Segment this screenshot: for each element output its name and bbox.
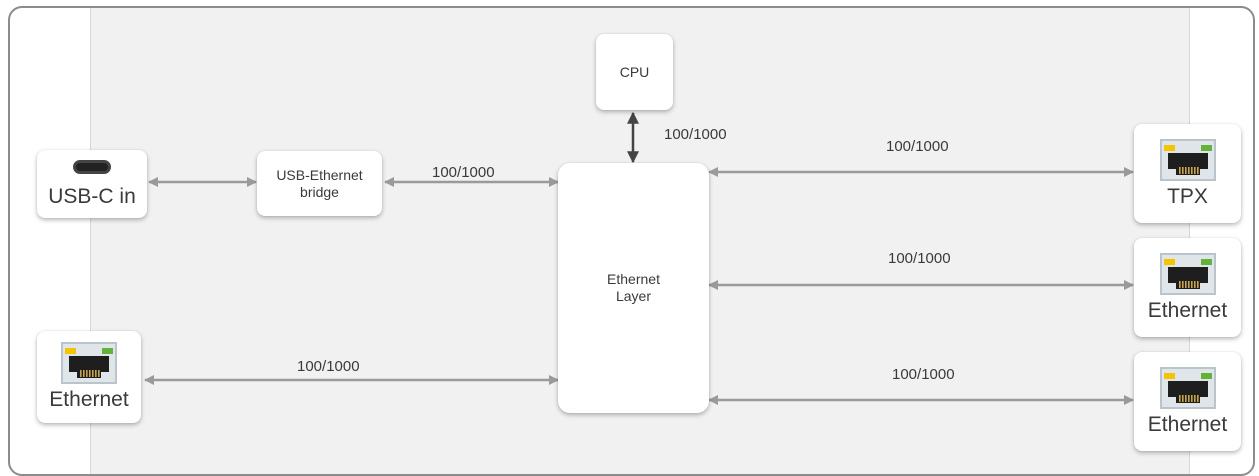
speed-label-cpu-layer: 100/1000 [664,126,727,143]
usb-ethernet-bridge-box: USB-Ethernet bridge [257,151,382,216]
ethernet-right-1-label: Ethernet [1147,298,1228,322]
rj45-port-icon [61,342,117,384]
tpx-label: TPX [1167,184,1208,208]
ethernet-layer-label: Ethernet Layer [607,271,660,304]
usb-c-port-icon [73,159,111,174]
speed-label-ethernet-2: 100/1000 [892,366,955,383]
ethernet-right-1-box: Ethernet [1134,238,1241,337]
tpx-box: TPX [1134,124,1241,223]
speed-label-ethernet-left: 100/1000 [297,358,360,375]
ethernet-left-label: Ethernet [49,388,129,411]
speed-label-bridge-layer: 100/1000 [432,164,495,181]
block-diagram: 100/1000 100/1000 100/1000 100/1000 100/… [8,6,1255,476]
ethernet-left-box: Ethernet [37,331,141,423]
ethernet-right-2-label: Ethernet [1147,412,1228,436]
usb-ethernet-bridge-label: USB-Ethernet bridge [276,166,363,200]
usb-c-in-label: USB-C in [48,184,136,208]
cpu-box: CPU [596,34,673,110]
rj45-port-icon [1159,138,1216,181]
connection-lines [144,111,1134,405]
cpu-label: CPU [619,63,650,80]
speed-label-ethernet-1: 100/1000 [888,250,951,267]
rj45-port-icon [1159,252,1216,295]
usb-c-in-box: USB-C in [37,150,147,218]
ethernet-right-2-box: Ethernet [1134,352,1241,451]
ethernet-layer-box: Ethernet Layer [558,163,709,413]
speed-label-tpx: 100/1000 [886,138,949,155]
rj45-port-icon [1159,366,1216,409]
